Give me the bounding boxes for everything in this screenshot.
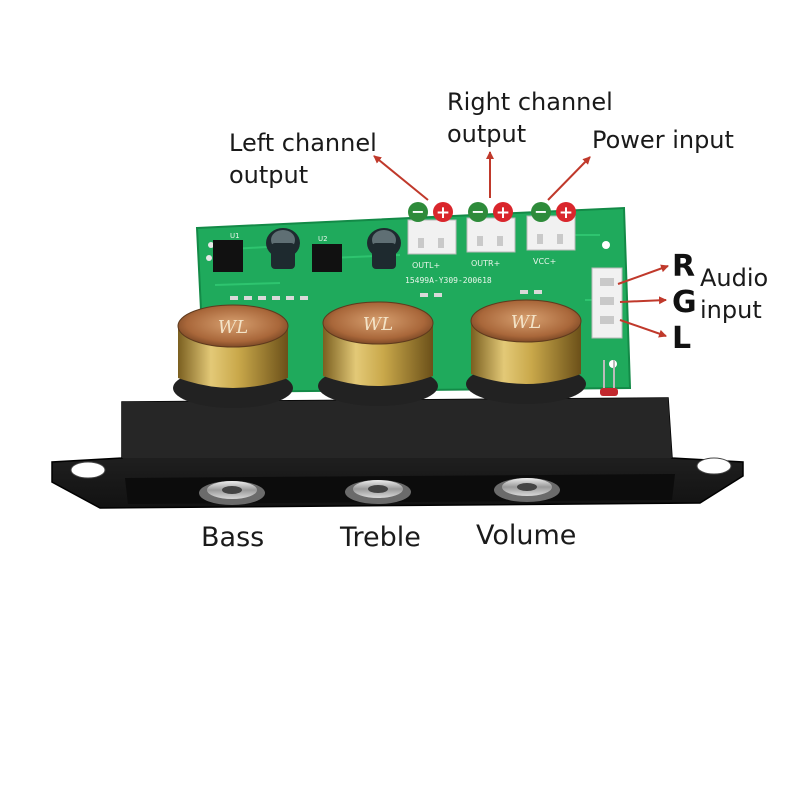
pcb-board: U1 U2 15499A-Y309-200618 OUTL+ OUTR+ xyxy=(195,206,632,396)
led xyxy=(600,360,618,396)
knob-bass: WL xyxy=(173,304,293,408)
plus-icon: + xyxy=(496,203,510,223)
terminal-outl: − + xyxy=(408,202,453,223)
mount-hole-right xyxy=(696,457,732,475)
shaft-volume xyxy=(494,478,560,502)
right-channel-line1: Right channel xyxy=(447,88,613,116)
shaft-treble xyxy=(345,480,411,504)
knob-volume: WL xyxy=(466,299,586,404)
connector-audio-input xyxy=(591,267,623,339)
arrow-left-output xyxy=(373,155,429,201)
pin-l-label: L xyxy=(672,321,692,356)
treble-label: Treble xyxy=(340,522,421,553)
power-input-label: Power input xyxy=(592,126,734,154)
front-panel xyxy=(51,397,744,509)
terminal-vcc: − + xyxy=(531,202,576,223)
outl-label: OUTL+ xyxy=(412,261,440,270)
chip-u2 xyxy=(312,244,342,272)
terminal-outr: − + xyxy=(468,202,513,223)
knob-treble: WL xyxy=(318,301,438,406)
arrow-l xyxy=(619,319,667,338)
plus-icon: + xyxy=(559,203,573,223)
knob-brand-text: WL xyxy=(218,317,248,338)
audio-input-line1: Audio xyxy=(700,264,769,292)
arrow-power-input xyxy=(547,156,591,201)
pin-r-label: R xyxy=(672,249,696,284)
board-id-text: 15499A-Y309-200618 xyxy=(405,276,492,285)
audio-input-label: Audio input xyxy=(700,262,768,326)
audio-input-line2: input xyxy=(700,296,762,324)
left-channel-line2: output xyxy=(229,161,309,189)
minus-icon: − xyxy=(411,202,424,221)
knob-brand-text: WL xyxy=(511,312,541,333)
chip1-label: U1 xyxy=(230,232,240,240)
arrow-g xyxy=(619,296,667,305)
bass-label: Bass xyxy=(201,522,265,553)
right-channel-line2: output xyxy=(447,120,527,148)
vcc-label: VCC+ xyxy=(533,257,556,266)
knob-brand-text: WL xyxy=(363,314,393,335)
shaft-bass xyxy=(199,481,265,505)
connector-vcc: VCC+ xyxy=(526,215,576,266)
arrow-r xyxy=(617,264,669,285)
mount-hole-left xyxy=(70,461,106,479)
chip2-label: U2 xyxy=(318,235,328,243)
volume-label: Volume xyxy=(476,520,577,551)
pin-g-label: G xyxy=(672,285,697,320)
annotation-arrows xyxy=(373,151,669,338)
outr-label: OUTR+ xyxy=(471,259,500,268)
right-channel-output-label: Right channel output xyxy=(447,86,613,150)
left-channel-output-label: Left channel output xyxy=(229,127,377,191)
plus-icon: + xyxy=(436,203,450,223)
minus-icon: − xyxy=(471,202,484,221)
minus-icon: − xyxy=(534,202,547,221)
left-channel-line1: Left channel xyxy=(229,129,377,157)
chip-u1 xyxy=(213,240,243,272)
connector-outl: OUTL+ xyxy=(407,219,457,270)
connector-outr: OUTR+ xyxy=(466,217,516,268)
